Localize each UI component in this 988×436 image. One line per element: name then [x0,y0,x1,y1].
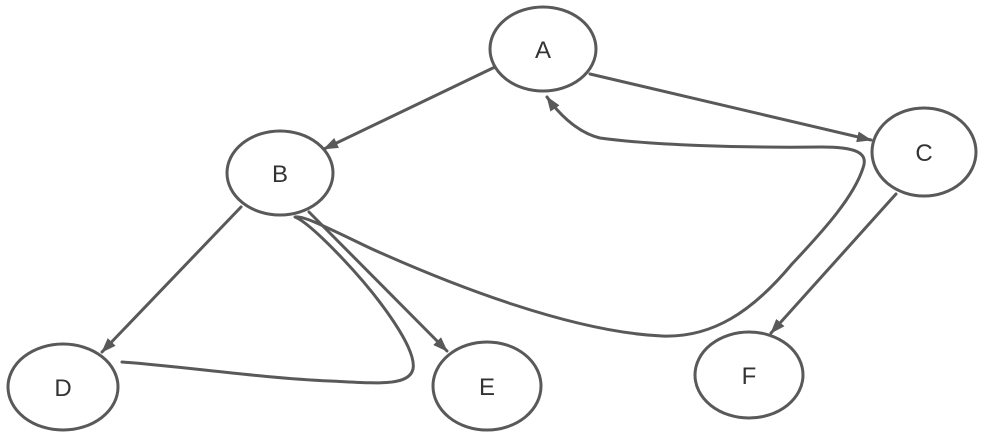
node-label-A: A [535,37,551,64]
node-circle-E[interactable] [431,340,543,432]
node-label-D: D [54,375,71,402]
node-label-E: E [479,374,495,401]
node-D[interactable]: D [6,342,120,432]
edge-C-to-F[interactable] [769,192,898,335]
node-B[interactable]: B [225,129,335,217]
node-circle-C[interactable] [870,106,978,198]
node-label-B: B [272,161,288,188]
node-F[interactable]: F [693,330,805,420]
node-circle-A[interactable] [488,5,598,93]
node-label-C: C [915,140,932,167]
node-label-F: F [742,363,757,390]
node-circle-B[interactable] [225,129,335,217]
node-C[interactable]: C [870,106,978,198]
edge-A-to-C[interactable] [588,72,873,143]
edge-D-to-A[interactable] [120,95,866,385]
node-E[interactable]: E [431,340,543,432]
edge-B-to-D[interactable] [100,205,243,354]
node-circle-F[interactable] [693,330,805,420]
edge-A-to-B[interactable] [322,65,497,151]
edge-B-to-E[interactable] [307,210,449,353]
node-circle-D[interactable] [6,342,120,432]
node-A[interactable]: A [488,5,598,93]
